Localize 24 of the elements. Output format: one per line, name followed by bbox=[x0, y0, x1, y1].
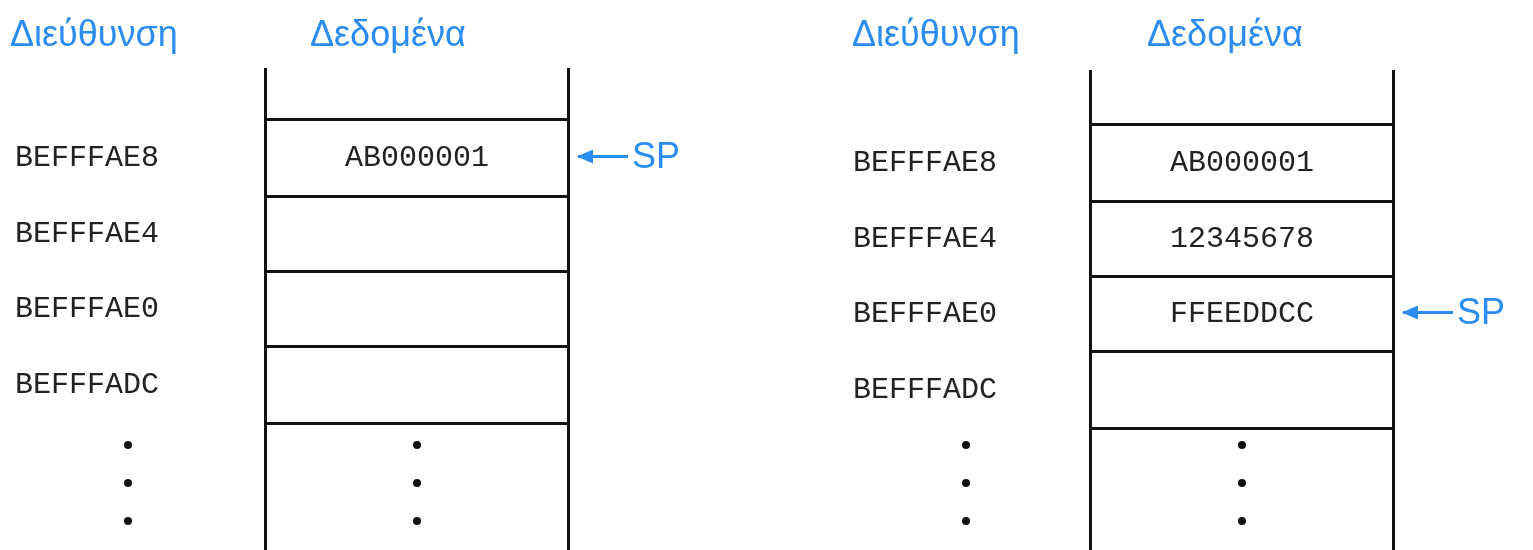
address-label: BEFFFAE0 bbox=[853, 296, 998, 331]
column-header: Δεδομένα bbox=[310, 14, 466, 54]
cell-value: AB000001 bbox=[344, 141, 490, 175]
address-label: BEFFFADC bbox=[15, 367, 160, 402]
memory-cell bbox=[1089, 70, 1395, 123]
pointer-label: SP bbox=[1457, 291, 1506, 332]
address-label: BEFFFAE8 bbox=[853, 145, 998, 180]
pointer-arrow bbox=[577, 149, 628, 164]
column-header: Δεδομένα bbox=[1147, 14, 1303, 54]
pointer-arrow bbox=[1402, 305, 1453, 320]
address-label: BEFFFAE8 bbox=[15, 140, 160, 175]
column-header: Διεύθυνση bbox=[10, 14, 178, 54]
column-header: Διεύθυνση bbox=[852, 14, 1020, 54]
address-label: BEFFFAE4 bbox=[853, 221, 998, 256]
address-label: BEFFFADC bbox=[853, 372, 998, 407]
memory-cell bbox=[264, 68, 570, 118]
address-label: BEFFFAE4 bbox=[15, 216, 160, 251]
cell-value: FFEEDDCC bbox=[1169, 297, 1315, 331]
memory-cell bbox=[264, 422, 570, 550]
cell-value: 12345678 bbox=[1169, 222, 1315, 256]
pointer-label: SP bbox=[632, 135, 681, 176]
memory-cell bbox=[1089, 427, 1395, 550]
cell-value: AB000001 bbox=[1169, 146, 1315, 180]
address-label: BEFFFAE0 bbox=[15, 291, 160, 326]
